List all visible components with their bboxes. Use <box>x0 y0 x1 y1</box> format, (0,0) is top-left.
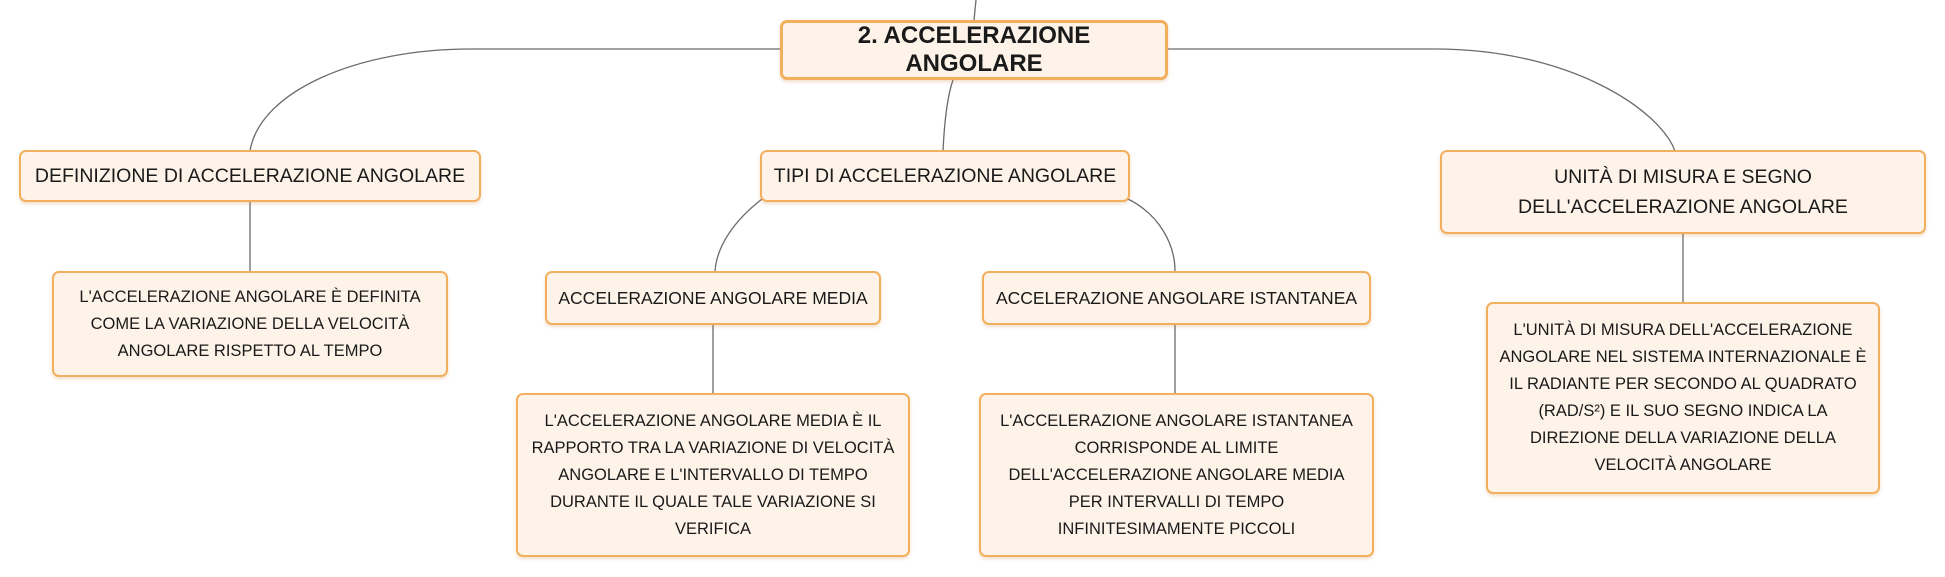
units-detail-node[interactable]: L'UNITÀ DI MISURA DELL'ACCELERAZIONE ANG… <box>1486 302 1880 494</box>
definition-detail-node[interactable]: L'ACCELERAZIONE ANGOLARE È DEFINITA COME… <box>52 271 448 377</box>
connector-root-definition <box>249 48 781 152</box>
average-label: ACCELERAZIONE ANGOLARE MEDIA <box>558 288 868 308</box>
types-node[interactable]: TIPI DI ACCELERAZIONE ANGOLARE <box>760 150 1130 202</box>
average-detail-text: L'ACCELERAZIONE ANGOLARE MEDIA È IL RAPP… <box>531 411 895 538</box>
definition-detail-text: L'ACCELERAZIONE ANGOLARE È DEFINITA COME… <box>79 287 421 360</box>
units-detail-text: L'UNITÀ DI MISURA DELL'ACCELERAZIONE ANG… <box>1499 321 1867 474</box>
root-label: 2. ACCELERAZIONE ANGOLARE <box>857 22 1091 77</box>
average-node[interactable]: ACCELERAZIONE ANGOLARE MEDIA <box>545 271 881 325</box>
instantaneous-label: ACCELERAZIONE ANGOLARE ISTANTANEA <box>995 288 1358 308</box>
instantaneous-detail-node[interactable]: L'ACCELERAZIONE ANGOLARE ISTANTANEA CORR… <box>979 393 1374 557</box>
units-node[interactable]: UNITÀ DI MISURA E SEGNO DELL'ACCELERAZIO… <box>1440 150 1926 234</box>
average-detail-node[interactable]: L'ACCELERAZIONE ANGOLARE MEDIA È IL RAPP… <box>516 393 910 557</box>
types-label: TIPI DI ACCELERAZIONE ANGOLARE <box>773 165 1117 187</box>
definition-node[interactable]: DEFINIZIONE DI ACCELERAZIONE ANGOLARE <box>19 150 481 202</box>
connector-parent-root <box>973 0 977 21</box>
connector-root-types <box>942 79 954 152</box>
instantaneous-detail-text: L'ACCELERAZIONE ANGOLARE ISTANTANEA CORR… <box>1000 411 1353 538</box>
root-node[interactable]: 2. ACCELERAZIONE ANGOLARE <box>780 20 1168 80</box>
connector-types-average <box>714 198 763 272</box>
instantaneous-node[interactable]: ACCELERAZIONE ANGOLARE ISTANTANEA <box>982 271 1371 325</box>
units-label: UNITÀ DI MISURA E SEGNO DELL'ACCELERAZIO… <box>1518 166 1848 218</box>
connector-root-units <box>1167 48 1676 152</box>
definition-label: DEFINIZIONE DI ACCELERAZIONE ANGOLARE <box>34 165 466 187</box>
connector-types-instantaneous <box>1127 198 1176 272</box>
